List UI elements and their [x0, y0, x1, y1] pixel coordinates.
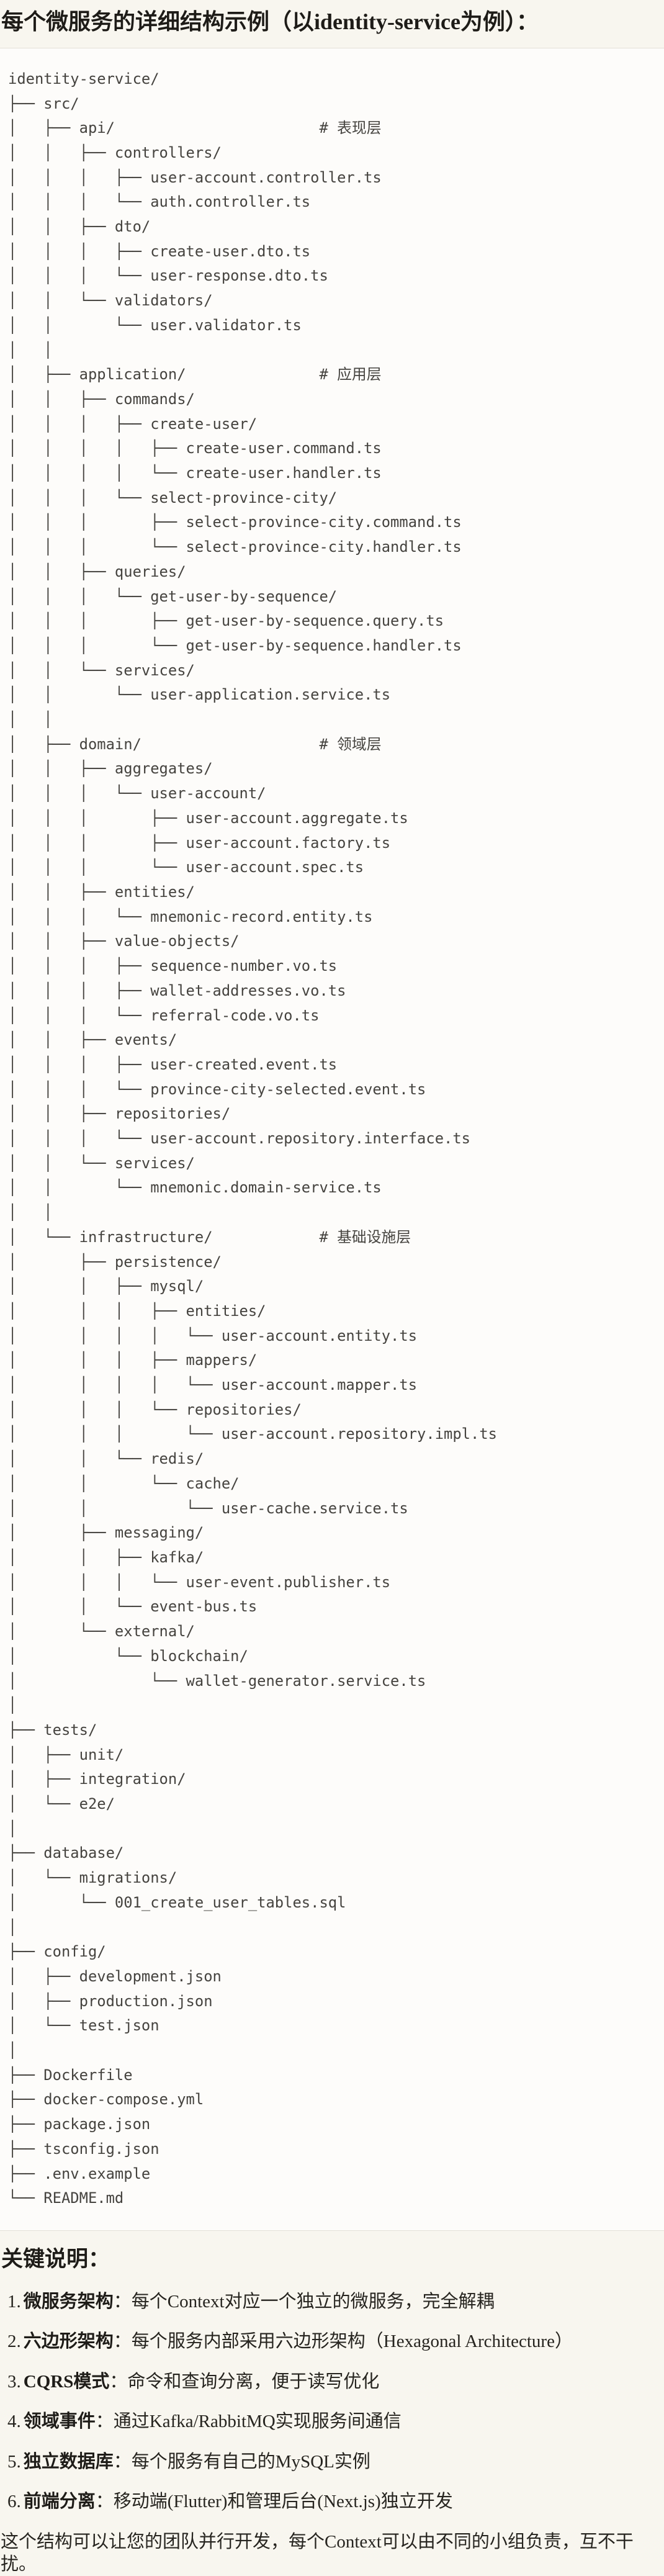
note-item-1: 1.微服务架构：每个Context对应一个独立的微服务，完全解耦 — [7, 2290, 664, 2313]
note-colon: ： — [95, 2492, 114, 2512]
note-term: 独立数据库 — [23, 2451, 114, 2472]
directory-tree: identity-service/ ├── src/ │ ├── api/ # … — [0, 47, 664, 2231]
note-colon: ： — [113, 2291, 132, 2312]
note-number: 1. — [7, 2291, 21, 2312]
note-number: 3. — [7, 2371, 21, 2392]
note-term: 前端分离 — [23, 2492, 96, 2512]
note-colon: ： — [113, 2451, 132, 2472]
note-colon: ： — [95, 2412, 114, 2432]
note-term: 六边形架构 — [23, 2331, 114, 2352]
note-number: 6. — [7, 2492, 21, 2512]
note-colon: ： — [109, 2371, 128, 2392]
note-item-3: 3.CQRS模式：命令和查询分离，便于读写优化 — [7, 2371, 664, 2394]
note-number: 2. — [7, 2331, 21, 2352]
note-number: 4. — [7, 2412, 21, 2432]
notes-heading: 关键说明： — [1, 2246, 110, 2271]
note-term: CQRS模式 — [23, 2371, 110, 2392]
note-term: 微服务架构 — [23, 2291, 114, 2312]
note-text: 每个Context对应一个独立的微服务，完全解耦 — [131, 2291, 495, 2312]
note-text: 每个服务内部采用六边形架构（Hexagonal Architecture） — [131, 2331, 573, 2352]
note-item-2: 2.六边形架构：每个服务内部采用六边形架构（Hexagonal Architec… — [7, 2330, 664, 2353]
closing-paragraph: 这个结构可以让您的团队并行开发，每个Context可以由不同的小组负责，互不干扰… — [1, 2531, 634, 2575]
note-text: 每个服务有自己的MySQL实例 — [131, 2451, 370, 2472]
note-item-6: 6.前端分离：移动端(Flutter)和管理后台(Next.js)独立开发 — [7, 2490, 664, 2513]
note-text: 命令和查询分离，便于读写优化 — [127, 2371, 380, 2392]
note-text: 通过Kafka/RabbitMQ实现服务间通信 — [113, 2412, 402, 2432]
note-number: 5. — [7, 2451, 21, 2472]
note-item-5: 5.独立数据库：每个服务有自己的MySQL实例 — [7, 2451, 664, 2474]
note-item-4: 4.领域事件：通过Kafka/RabbitMQ实现服务间通信 — [7, 2410, 664, 2433]
note-text: 移动端(Flutter)和管理后台(Next.js)独立开发 — [113, 2492, 453, 2512]
page-title: 每个微服务的详细结构示例（以identity-service为例）： — [1, 9, 539, 34]
note-term: 领域事件 — [23, 2412, 96, 2432]
note-colon: ： — [113, 2331, 132, 2352]
